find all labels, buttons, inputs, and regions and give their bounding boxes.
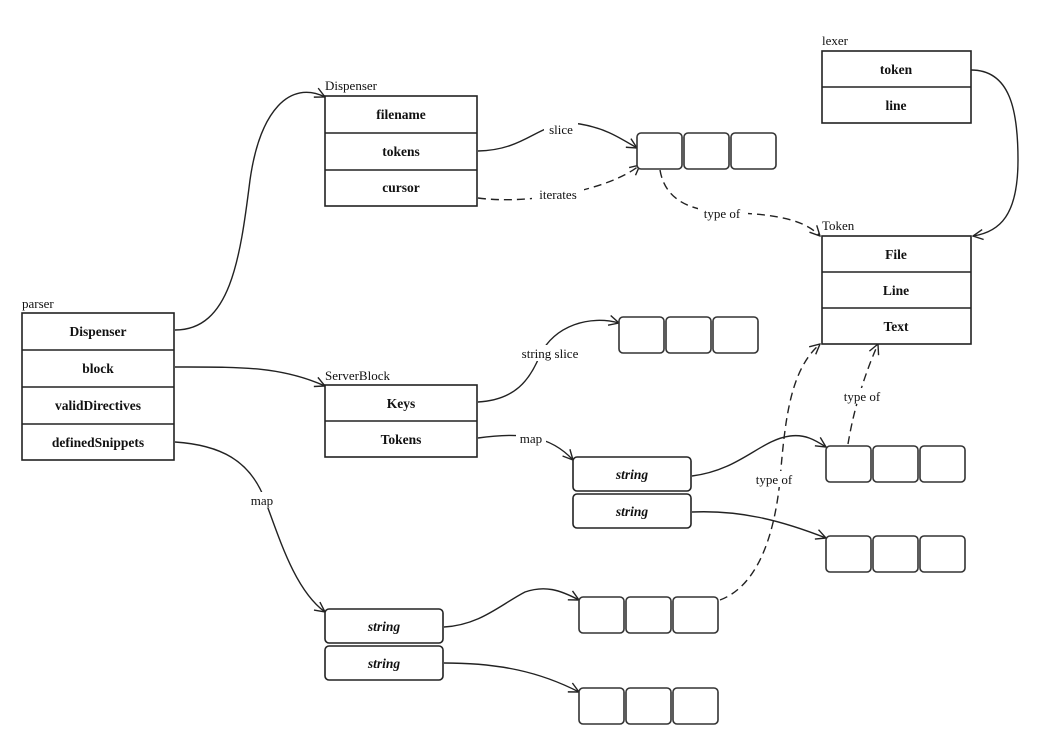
edge-slice-typeof-token — [659, 169, 820, 236]
dispenser-field-cursor: cursor — [382, 180, 420, 195]
edge-snipstring1-slice — [443, 588, 579, 628]
token-field-text: Text — [883, 319, 909, 334]
snippets-map-key-1: string — [367, 619, 401, 634]
tokens-map-key-1: string — [615, 467, 649, 482]
dispenser-field-tokens: tokens — [382, 144, 420, 159]
struct-token-caption: Token — [822, 218, 855, 233]
struct-dispenser-caption: Dispenser — [325, 78, 378, 93]
label-string-slice: string slice — [522, 346, 579, 361]
lexer-field-token: token — [880, 62, 913, 77]
label-type-of-1: type of — [704, 206, 741, 221]
parser-field-dispenser: Dispenser — [70, 324, 127, 339]
edge-definedsnippets-map — [174, 441, 325, 612]
edge-snipstring2-slice — [443, 662, 579, 692]
struct-parser: parser Dispenser block validDirectives d… — [21, 296, 175, 461]
serverblock-field-keys: Keys — [387, 396, 416, 411]
slice-snippets-1 — [578, 596, 719, 634]
struct-serverblock-caption: ServerBlock — [325, 368, 390, 383]
parser-field-definedsnippets: definedSnippets — [52, 435, 144, 450]
struct-dispenser: Dispenser filename tokens cursor — [324, 78, 478, 207]
edge-parser-block — [174, 366, 325, 386]
slice-serverblock-keys — [618, 316, 759, 354]
parser-field-validdirectives: validDirectives — [55, 398, 141, 413]
edge-cursor-iterates — [477, 165, 640, 201]
parser-field-block: block — [82, 361, 114, 376]
slice-dispenser-tokens — [636, 132, 777, 170]
label-type-of-3: type of — [756, 472, 793, 487]
dispenser-field-filename: filename — [376, 107, 426, 122]
label-map-2: map — [251, 493, 273, 508]
token-field-file: File — [885, 247, 907, 262]
snippets-map-key-2: string — [367, 656, 401, 671]
slice-map-tokens-2 — [825, 535, 966, 573]
struct-lexer: lexer token line — [821, 33, 972, 124]
token-field-line: Line — [883, 283, 909, 298]
struct-lexer-caption: lexer — [822, 33, 849, 48]
label-iterates: iterates — [539, 187, 577, 202]
label-slice: slice — [549, 122, 573, 137]
label-type-of-2: type of — [844, 389, 881, 404]
edge-mapstring1-slice — [691, 434, 826, 477]
edge-mapstring2-slice — [691, 511, 826, 538]
struct-snippets-map: string string — [324, 608, 444, 681]
edge-keys-stringslice — [477, 320, 619, 403]
edge-labels: slice iterates type of string slice map … — [248, 121, 888, 508]
tokens-map-key-2: string — [615, 504, 649, 519]
struct-tokens-map: string string — [572, 456, 692, 529]
label-map-1: map — [520, 431, 542, 446]
struct-token: Token File Line Text — [821, 218, 972, 345]
edge-parser-dispenser — [174, 92, 325, 331]
lexer-field-line: line — [885, 98, 906, 113]
slice-snippets-2 — [578, 687, 719, 725]
serverblock-field-tokens: Tokens — [381, 432, 422, 447]
slice-map-tokens-1 — [825, 445, 966, 483]
struct-serverblock: ServerBlock Keys Tokens — [324, 368, 478, 458]
struct-parser-caption: parser — [22, 296, 54, 311]
edge-lexer-token — [970, 69, 1019, 236]
edge-slice5-typeof-token — [719, 344, 820, 601]
